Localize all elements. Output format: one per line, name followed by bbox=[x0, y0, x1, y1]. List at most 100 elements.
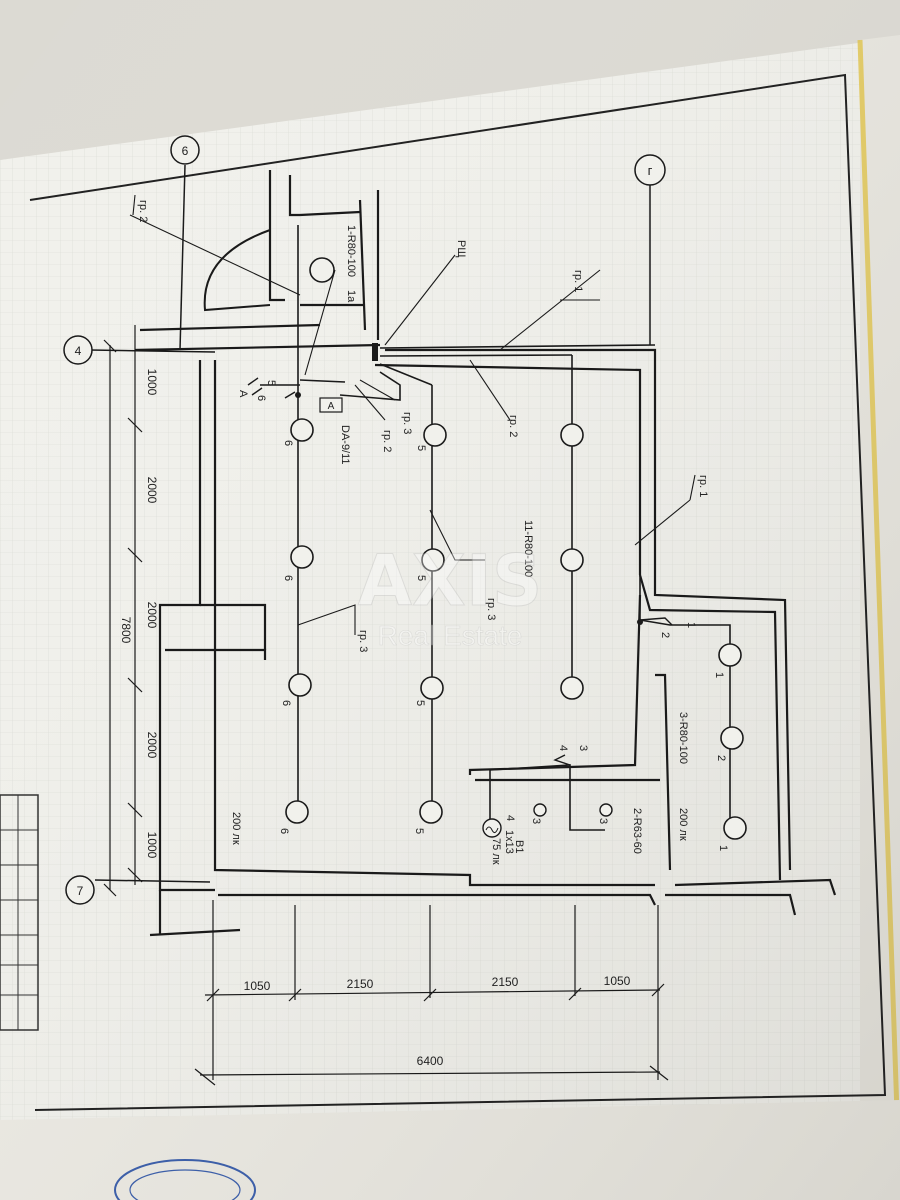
dim-h3: 2150 bbox=[492, 975, 519, 989]
label-gr1-lower: гр. 1 bbox=[697, 475, 709, 497]
dim-v-total: 7800 bbox=[119, 617, 133, 644]
svg-text:1: 1 bbox=[713, 672, 725, 678]
dim-h-total: 6400 bbox=[417, 1054, 444, 1068]
svg-text:5: 5 bbox=[413, 828, 425, 834]
fixture-circle bbox=[309, 257, 335, 283]
title-block bbox=[0, 794, 39, 1031]
junction-dot bbox=[295, 392, 301, 398]
fixtures-row-6 bbox=[285, 257, 335, 824]
watermark: AXIS Real Estate bbox=[357, 540, 543, 652]
svg-text:2: 2 bbox=[715, 755, 727, 761]
watermark-sub: Real Estate bbox=[378, 620, 523, 651]
fixtures-row-5 bbox=[419, 423, 447, 824]
label-gr2-mid: гр. 2 bbox=[507, 415, 519, 437]
switch-symbols bbox=[247, 377, 673, 766]
fixtures-row-11 bbox=[560, 423, 584, 700]
axis-bubble-6: 6 bbox=[170, 135, 200, 165]
dimension-lines-vertical bbox=[103, 325, 143, 897]
leader-lines bbox=[129, 194, 696, 635]
dim-h4: 1050 bbox=[604, 974, 631, 988]
fixture-circle bbox=[419, 800, 443, 824]
code-f3: 3-R80-100 bbox=[677, 712, 689, 764]
lux-right: 200 лк bbox=[677, 808, 689, 841]
label-gr2-left: гр. 2 bbox=[137, 200, 149, 222]
label-gr2-center: гр. 2 bbox=[381, 430, 393, 452]
door-arc bbox=[203, 229, 271, 312]
svg-text:6: 6 bbox=[255, 395, 267, 401]
walls bbox=[134, 170, 837, 937]
svg-text:3: 3 bbox=[530, 818, 542, 824]
lux-left: 200 лк bbox=[230, 812, 242, 845]
code-b1-val: 1x13 bbox=[503, 830, 515, 854]
svg-text:4: 4 bbox=[557, 745, 569, 751]
svg-text:6: 6 bbox=[280, 700, 292, 706]
panel-rsh bbox=[372, 343, 378, 361]
code-f2: 2-R63-60 bbox=[631, 808, 643, 854]
axis-lines bbox=[89, 164, 651, 883]
stamp bbox=[114, 1159, 256, 1200]
dim-h1: 1050 bbox=[244, 979, 271, 993]
svg-text:A: A bbox=[237, 390, 249, 398]
fixture-circle bbox=[560, 676, 584, 700]
svg-text:7: 7 bbox=[77, 884, 84, 898]
fixture-circle bbox=[560, 548, 584, 572]
svg-text:5: 5 bbox=[414, 700, 426, 706]
fixture-codes: РЩ 1-R80-100 1а DA-9/11 11-R80-100 3-R80… bbox=[230, 225, 689, 865]
breaker-code: DA-9/11 bbox=[339, 425, 351, 465]
code-b1: В1 bbox=[513, 840, 525, 853]
fixture-circle bbox=[290, 418, 314, 442]
fixture-circle bbox=[718, 643, 742, 667]
fixture-circle bbox=[423, 423, 447, 447]
code-f1-sub: 1а bbox=[345, 290, 357, 303]
dim-v2: 2000 bbox=[145, 477, 159, 504]
junction-dot bbox=[637, 619, 643, 625]
svg-text:1: 1 bbox=[685, 622, 697, 628]
svg-text:3: 3 bbox=[577, 745, 589, 751]
junction-box-label: A bbox=[328, 401, 335, 412]
dimension-lines-horizontal bbox=[194, 900, 669, 1086]
fixture-circle bbox=[420, 676, 444, 700]
panel-code: РЩ bbox=[455, 240, 467, 258]
drawing-frame bbox=[29, 73, 887, 1111]
dim-v3: 2000 bbox=[145, 602, 159, 629]
svg-text:4: 4 bbox=[504, 815, 516, 821]
fixture-circle bbox=[290, 545, 314, 569]
svg-text:5: 5 bbox=[265, 380, 277, 386]
axis-bubble-g: г bbox=[634, 154, 666, 186]
fixtures-small bbox=[482, 803, 613, 838]
code-f11: 11-R80-100 bbox=[522, 520, 534, 577]
axis-bubble-7: 7 bbox=[65, 875, 95, 905]
axis-bubble-4: 4 bbox=[63, 335, 93, 365]
label-gr3-lower: гр. 3 bbox=[357, 630, 369, 652]
group-labels: гр. 2 гр. 1 гр. 1 гр. 2 гр. 2 гр. 3 гр. … bbox=[137, 200, 709, 652]
fixture-circle bbox=[421, 548, 445, 572]
fixture-circle bbox=[560, 423, 584, 447]
code-f1: 1-R80-100 bbox=[345, 225, 357, 277]
label-gr1-upper: гр. 1 bbox=[572, 270, 584, 292]
dim-v4: 2000 bbox=[145, 732, 159, 759]
dim-v1: 1000 bbox=[145, 369, 159, 396]
svg-text:г: г bbox=[648, 163, 653, 178]
fixture-circle bbox=[723, 816, 747, 840]
dim-h2: 2150 bbox=[347, 977, 374, 991]
svg-text:6: 6 bbox=[282, 440, 294, 446]
svg-text:6: 6 bbox=[182, 144, 189, 158]
wiring bbox=[260, 225, 731, 831]
label-gr3-center: гр. 3 bbox=[485, 598, 497, 620]
code-b1-lux: 75 лк bbox=[490, 838, 502, 865]
svg-text:1: 1 bbox=[717, 845, 729, 851]
dim-v5: 1000 bbox=[145, 832, 159, 859]
fixture-numbers: 6 6 6 6 5 5 5 5 1 2 1 3 3 1 2 3 4 4 5 6 … bbox=[237, 380, 729, 851]
fixture-circle bbox=[285, 800, 309, 824]
svg-text:6: 6 bbox=[278, 828, 290, 834]
svg-text:3: 3 bbox=[597, 818, 609, 824]
fixtures-right-room bbox=[718, 643, 747, 840]
svg-text:5: 5 bbox=[415, 445, 427, 451]
watermark-brand: AXIS bbox=[358, 540, 543, 622]
junction-box bbox=[319, 397, 343, 413]
svg-text:5: 5 bbox=[415, 575, 427, 581]
label-gr3-small: гр. 3 bbox=[401, 412, 413, 434]
svg-text:2: 2 bbox=[659, 632, 671, 638]
